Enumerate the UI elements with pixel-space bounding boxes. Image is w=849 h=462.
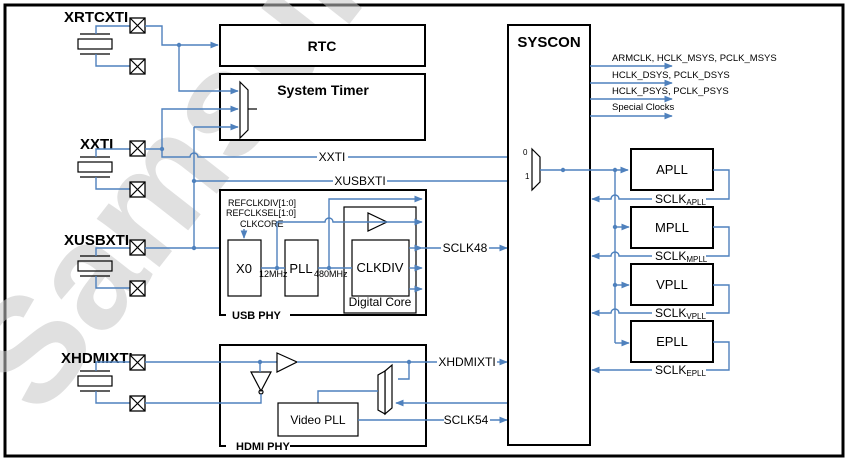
freq-pll-out: 480MHz — [314, 269, 348, 279]
pin-label-xusbxti: XUSBXTI — [64, 232, 129, 249]
pad-icon — [129, 17, 146, 34]
sclk-base: SCLK — [655, 363, 686, 377]
pin-label-xhdmixti: XHDMIXTI — [61, 350, 133, 367]
mpll-group: MPLL SCLKMPLL — [591, 206, 730, 264]
signal-xxti: XXTI — [319, 150, 346, 164]
syscon-label: SYSCON — [517, 34, 580, 51]
signal-sclk48: SCLK48 — [443, 241, 488, 255]
output-label: HCLK_PSYS, PCLK_PSYS — [612, 86, 729, 97]
pin-xxti: XXTI — [77, 136, 146, 198]
crystal-icon — [77, 375, 113, 387]
usb-control-refclksel: REFCLKSEL[1:0] — [226, 208, 296, 218]
sclk-epll-label: SCLKEPLL — [655, 363, 706, 378]
mux-input-1: 1 — [525, 172, 530, 181]
signal-xusbxti: XUSBXTI — [334, 174, 385, 188]
signal-xhdmixti: XHDMIXTI — [438, 355, 495, 369]
epll-group: EPLL SCLKEPLL — [591, 320, 730, 378]
sclk-sub: EPLL — [686, 369, 706, 378]
pad-icon — [129, 58, 146, 75]
crystal-icon — [77, 38, 113, 50]
sclk-sub: APLL — [686, 198, 706, 207]
signal-sclk54: SCLK54 — [444, 413, 489, 427]
usb-control-clkcore: CLKCORE — [240, 219, 284, 229]
output-label: HCLK_DSYS, PCLK_DSYS — [612, 70, 730, 81]
system-timer-block — [219, 73, 426, 141]
syscon-block — [507, 24, 591, 446]
mux-icon — [531, 147, 541, 192]
epll-label: EPLL — [656, 334, 688, 349]
pad-icon — [129, 395, 146, 412]
sclk-sub: MPLL — [686, 255, 707, 264]
mux-input-0: 0 — [523, 148, 528, 157]
sclk-vpll-label: SCLKVPLL — [655, 306, 706, 321]
apll-group: APLL SCLKAPLL — [591, 148, 730, 207]
usb-phy-label: USB PHY — [232, 310, 282, 322]
pad-icon — [129, 239, 146, 256]
output-label: Special Clocks — [612, 102, 675, 113]
vpll-group: VPLL SCLKVPLL — [591, 263, 730, 321]
inverter-icon — [250, 371, 272, 393]
usb-control-refclkdiv: REFCLKDIV[1:0] — [228, 198, 296, 208]
vpll-block — [630, 263, 714, 306]
pad-icon — [129, 280, 146, 297]
pin-label-xrtcxti: XRTCXTI — [64, 9, 128, 26]
buffer-icon — [276, 352, 299, 373]
xo-label: X0 — [236, 261, 252, 276]
digital-core-block — [343, 206, 417, 314]
sclk-mpll-label: SCLKMPLL — [655, 249, 708, 264]
video-pll-label: Video PLL — [290, 413, 345, 427]
pin-xhdmixti: XHDMIXTI — [61, 350, 146, 412]
epll-block — [630, 320, 714, 363]
crystal-icon — [77, 161, 113, 173]
sclk-base: SCLK — [655, 192, 686, 206]
pad-icon — [129, 354, 146, 371]
sclk-apll-label: SCLKAPLL — [655, 192, 706, 207]
mpll-label: MPLL — [655, 220, 689, 235]
rtc-label: RTC — [308, 38, 337, 54]
syscon-outputs: ARMCLK, HCLK_MSYS, PCLK_MSYS HCLK_DSYS, … — [590, 53, 777, 120]
rtc-block — [219, 24, 426, 67]
pll-label: PLL — [289, 261, 312, 276]
vpll-label: VPLL — [656, 277, 688, 292]
mux-icon — [239, 80, 249, 140]
crystal-icon — [77, 260, 113, 272]
sclk-sub: VPLL — [686, 312, 706, 321]
apll-label: APLL — [656, 162, 688, 177]
digital-core-label: Digital Core — [349, 295, 412, 309]
pin-xrtcxti: XRTCXTI — [64, 9, 146, 75]
system-timer-label: System Timer — [277, 82, 369, 98]
output-label: ARMCLK, HCLK_MSYS, PCLK_MSYS — [612, 53, 777, 64]
sclk-base: SCLK — [655, 306, 686, 320]
mux-icon — [384, 363, 393, 416]
pad-icon — [129, 181, 146, 198]
clkdiv-label: CLKDIV — [357, 260, 404, 275]
hdmi-phy-label: HDMI PHY — [236, 441, 290, 453]
sclk-base: SCLK — [655, 249, 686, 263]
pad-icon — [129, 140, 146, 157]
freq-xo-out: 12MHz — [259, 269, 288, 279]
